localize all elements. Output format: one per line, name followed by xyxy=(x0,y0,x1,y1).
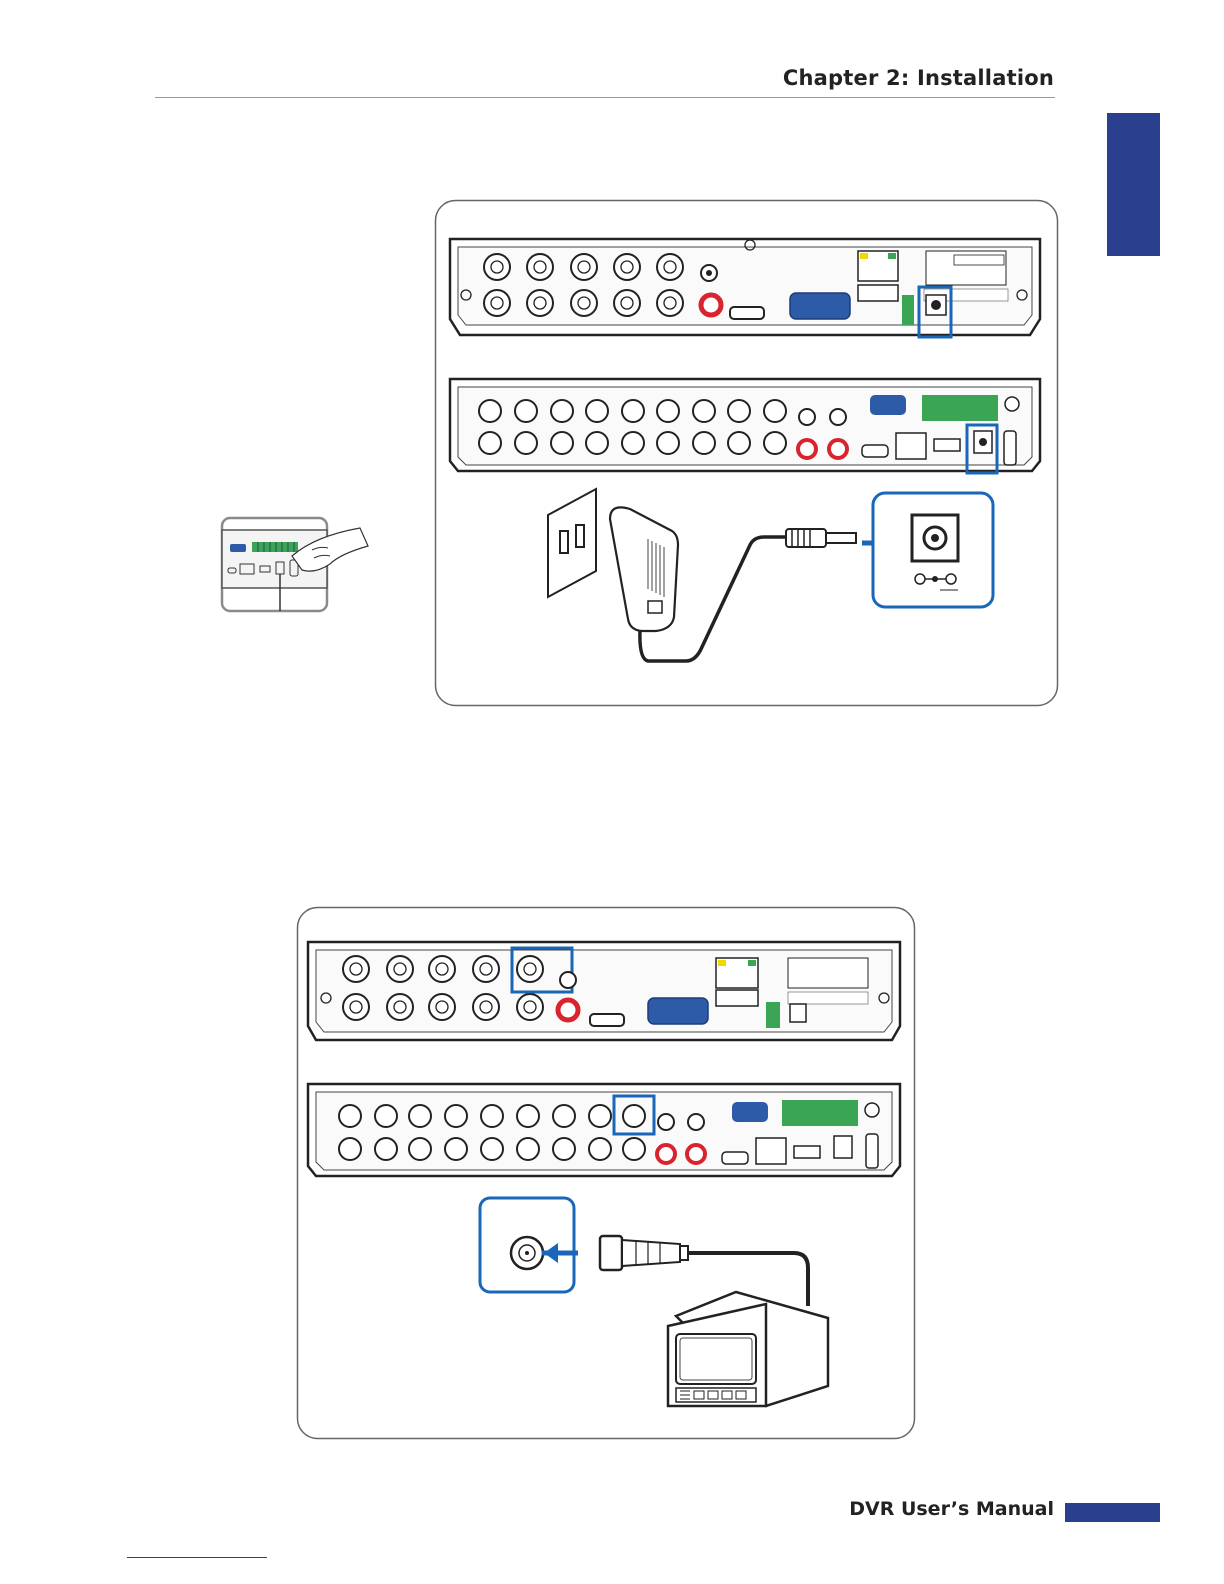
dvr-16ch-rear-panel xyxy=(308,1084,900,1176)
monitor-connection-figure xyxy=(296,906,916,1440)
chapter-title: Chapter 2: Installation xyxy=(783,66,1054,90)
power-connection-figure xyxy=(434,199,1059,707)
dvr-16ch-rear-panel xyxy=(450,379,1040,473)
header-divider xyxy=(155,97,1055,98)
dvr-8ch-rear-panel xyxy=(308,942,900,1040)
dvr-8ch-rear-panel xyxy=(450,239,1040,337)
chapter-side-tab xyxy=(1107,113,1160,256)
manual-title: DVR User’s Manual xyxy=(849,1498,1054,1520)
power-switch-inset xyxy=(220,516,370,614)
dc-jack-icon xyxy=(873,493,993,607)
footer-rule xyxy=(127,1557,267,1558)
footer-bar xyxy=(1065,1503,1160,1522)
